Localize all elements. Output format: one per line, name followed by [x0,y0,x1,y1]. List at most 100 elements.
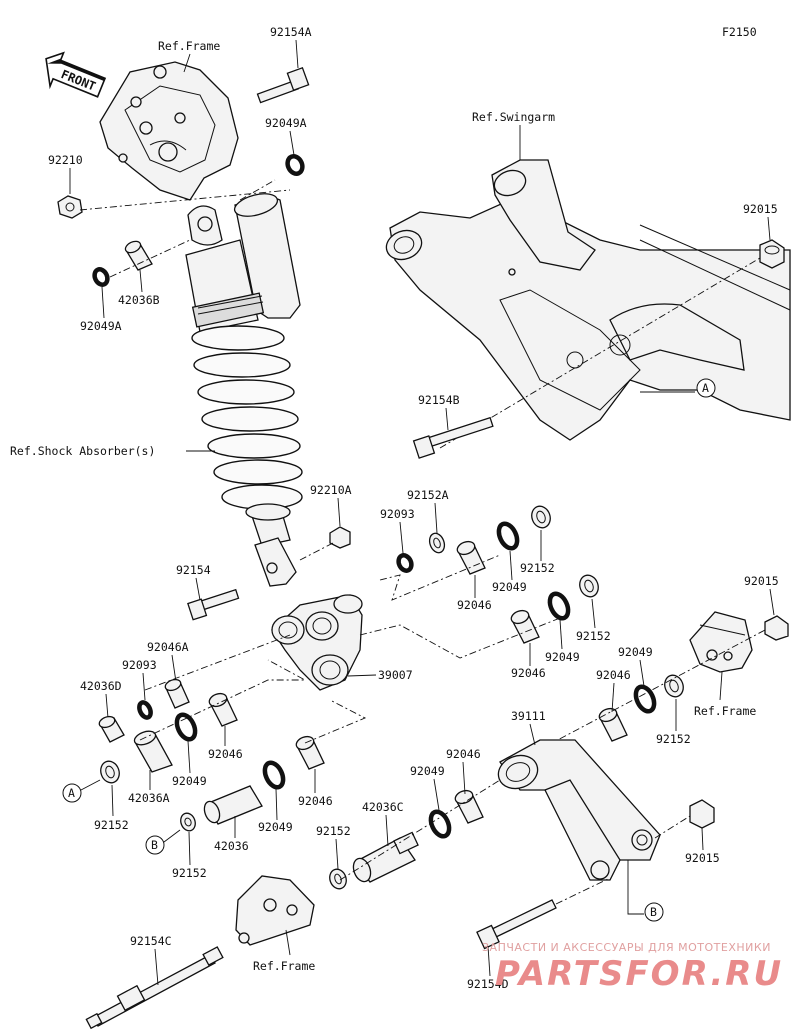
front-arrow-icon: FRONT [45,51,107,98]
watermark-brand: PARTSFOR.RU [495,954,783,994]
label-42036D: 42036D [80,679,122,693]
label-92046-mid: 92046 [208,747,243,761]
lever-39007 [271,594,363,691]
bolt-92154B [412,416,494,459]
seal-92093-left [137,700,153,720]
bolt-92154D [476,899,557,950]
label-92046-e: 92046 [446,747,481,761]
bolt-92154C [85,946,224,1030]
seal-92049-a [496,521,520,551]
bottom-frame-bracket [235,875,315,946]
label-92154B: 92154B [418,393,460,407]
label-92049-b: 92049 [545,650,580,664]
bearing-92046-e [454,789,484,824]
collar-42036 [203,785,263,825]
collar-42036D [98,715,125,743]
label-92210A: 92210A [310,483,352,497]
label-92154: 92154 [176,563,211,577]
label-92046-a: 92046 [457,598,492,612]
mid-frame-bracket [689,611,753,673]
seal-92049A-top [285,154,305,176]
washer-92152-b [579,574,599,598]
label-92049-d: 92049 [618,645,653,659]
label-92049A-left: 92049A [80,319,122,333]
label-92152-b: 92152 [576,629,611,643]
bearing-92046A [164,678,190,709]
callout-b-right: B [627,860,664,922]
label-92046A: 92046A [147,640,189,654]
label-92152A: 92152A [407,488,449,502]
bolt-92154 [187,588,240,621]
svg-text:B: B [650,905,657,919]
label-42036: 42036 [214,839,249,853]
label-92049-e: 92049 [258,820,293,834]
ref-shock-absorber-label: Ref.Shock Absorber(s) [10,444,155,458]
label-92015-mid: 92015 [744,574,779,588]
seal-92093-top [396,553,414,573]
label-92015-bottom: 92015 [685,851,720,865]
label-92015-top: 92015 [743,202,778,216]
label-92210: 92210 [48,153,83,167]
svg-text:A: A [702,381,709,395]
seal-92049-d [633,684,657,714]
washer-92152-f [329,868,347,890]
bearing-92046-d [295,735,325,770]
nut-92015-top [759,239,785,269]
collar-42036C [352,831,419,883]
label-92154A: 92154A [270,25,312,39]
swingarm [385,159,791,441]
ref-frame-top-label: Ref.Frame [158,39,220,53]
washer-92152-d [100,760,120,784]
tie-rod-39111 [497,739,661,881]
label-92046-c: 92046 [596,668,631,682]
callout-a-right: A [640,378,716,398]
watermark-tagline: ЗАПЧАСТИ И АКСЕССУАРЫ ДЛЯ МОТОТЕХНИКИ [482,941,771,954]
nut-92210A [329,526,351,549]
upper-frame-bracket [99,61,239,201]
seal-92049-b [547,591,571,621]
collar-42036A [133,730,173,773]
label-92049-c: 92049 [172,774,207,788]
bearing-92046-a [456,540,486,575]
washer-92152-e [180,812,196,832]
seal-92049-f [428,809,452,839]
label-92093-top: 92093 [380,507,415,521]
label-92093-left: 92093 [122,658,157,672]
callout-a-left: A [62,779,101,803]
ref-frame-bottom-label: Ref.Frame [253,959,315,973]
label-92154C: 92154C [130,934,172,948]
label-92046-b: 92046 [511,666,546,680]
label-92046-d: 92046 [298,794,333,808]
svg-text:A: A [68,786,75,800]
label-92049-a: 92049 [492,580,527,594]
bearing-92046-mid [208,692,238,727]
label-39007: 39007 [378,668,413,682]
label-92152-a: 92152 [520,561,555,575]
label-92152-e: 92152 [172,866,207,880]
callout-b-left: B [145,829,181,855]
washer-92152A [428,532,446,554]
ref-frame-mid-label: Ref.Frame [694,704,756,718]
nut-92210 [57,195,83,219]
label-92152-f: 92152 [316,824,351,838]
label-42036C: 42036C [362,800,404,814]
label-92154D: 92154D [467,977,509,991]
ref-swingarm-label: Ref.Swingarm [472,110,555,124]
nut-92015-mid [764,615,789,641]
shock-absorber [185,193,303,587]
washer-92152-a [531,505,551,529]
label-92049-f: 92049 [410,764,445,778]
bearing-92046-b [510,609,540,644]
seal-92049A-left [92,267,110,287]
label-92152-d: 92152 [94,818,129,832]
bolt-92154A [256,66,310,104]
label-42036B: 42036B [118,293,160,307]
seal-92049-c [174,712,198,742]
svg-text:B: B [151,838,158,852]
label-92152-c: 92152 [656,732,691,746]
seal-92049-e [262,760,286,790]
label-42036A: 42036A [128,791,170,805]
collar-42036B [124,240,153,271]
